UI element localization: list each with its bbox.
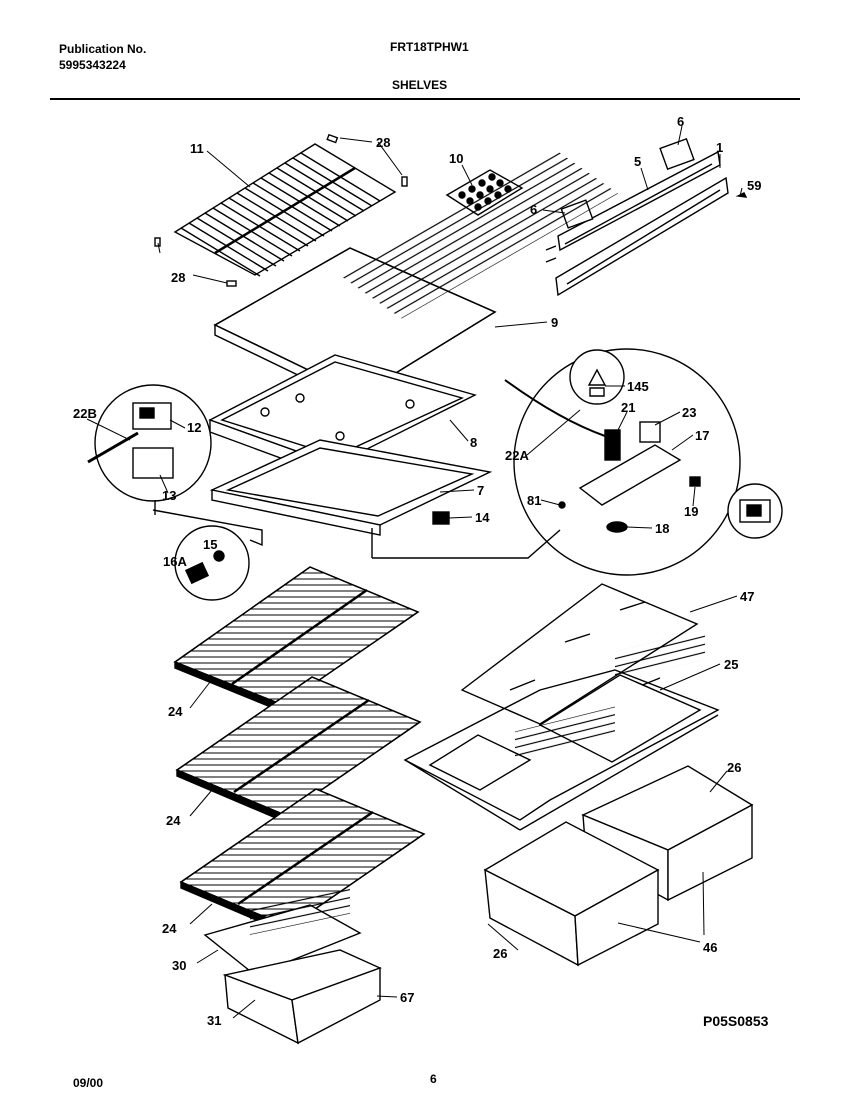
part-label: 26 — [493, 946, 507, 961]
screw — [735, 192, 748, 198]
part-label: 24 — [166, 813, 181, 828]
bracket — [659, 137, 695, 171]
detail-circle-lens — [727, 483, 783, 539]
part-label: 23 — [682, 405, 696, 420]
part-label: 24 — [162, 921, 177, 936]
wire-shelf-top — [173, 143, 397, 277]
part-label: 31 — [207, 1013, 221, 1028]
page-number: 6 — [430, 1072, 437, 1086]
part-label: 46 — [703, 940, 717, 955]
part-label: 11 — [190, 141, 204, 156]
part-label: 28 — [376, 135, 390, 150]
part-label: 8 — [470, 435, 477, 450]
model-number: FRT18TPHW1 — [390, 40, 469, 54]
part-label: 145 — [627, 379, 649, 394]
footer-date: 09/00 — [73, 1076, 104, 1090]
glass-reflection — [509, 601, 661, 691]
switch — [432, 511, 450, 525]
part-label: 6 — [530, 202, 537, 217]
part-label: 21 — [621, 400, 635, 415]
shelf-clip — [326, 133, 339, 144]
part-label: 18 — [655, 521, 669, 536]
part-label: 15 — [203, 537, 217, 552]
part-label: 7 — [477, 483, 484, 498]
detail-circle-right — [504, 348, 741, 576]
part-label: 14 — [475, 510, 490, 525]
part-label: 19 — [684, 504, 698, 519]
small-crisper-drawer — [222, 887, 382, 1045]
part-label: 10 — [449, 151, 463, 166]
shelf-clip — [401, 176, 408, 187]
part-label: 16A — [163, 554, 187, 569]
part-label: 28 — [171, 270, 185, 285]
part-label: 5 — [634, 154, 641, 169]
header-rule — [50, 98, 800, 100]
crisper-drawer-left — [483, 706, 660, 967]
part-label: 81 — [527, 493, 541, 508]
shelf-clip — [154, 237, 161, 247]
part-label: 22A — [505, 448, 529, 463]
part-label: 25 — [724, 657, 738, 672]
detail-circle-left — [87, 384, 212, 515]
part-label: 22B — [73, 406, 97, 421]
publication-number: 5995343224 — [59, 58, 126, 72]
part-label: 6 — [677, 114, 684, 129]
crisper-cover-frame — [209, 439, 493, 536]
part-label: 59 — [747, 178, 761, 193]
detail-circle-light — [174, 525, 250, 601]
part-label: 67 — [400, 990, 414, 1005]
part-label: 1 — [716, 140, 723, 155]
part-label: 13 — [162, 488, 176, 503]
part-label: 9 — [551, 315, 558, 330]
part-label: 17 — [695, 428, 709, 443]
leader-lines — [86, 125, 743, 1019]
part-label: 47 — [740, 589, 754, 604]
shelf-clip — [226, 280, 237, 287]
leader — [372, 529, 561, 559]
glass-panel — [460, 583, 699, 725]
part-label: 30 — [172, 958, 186, 973]
diagram-code: P05S0853 — [703, 1013, 769, 1029]
section-title: SHELVES — [392, 78, 448, 92]
part-label: 12 — [187, 420, 201, 435]
part-label: 26 — [727, 760, 741, 775]
leader — [152, 509, 263, 547]
light-socket — [689, 476, 701, 487]
part-label: 24 — [168, 704, 183, 719]
publication-label: Publication No. — [59, 42, 147, 56]
